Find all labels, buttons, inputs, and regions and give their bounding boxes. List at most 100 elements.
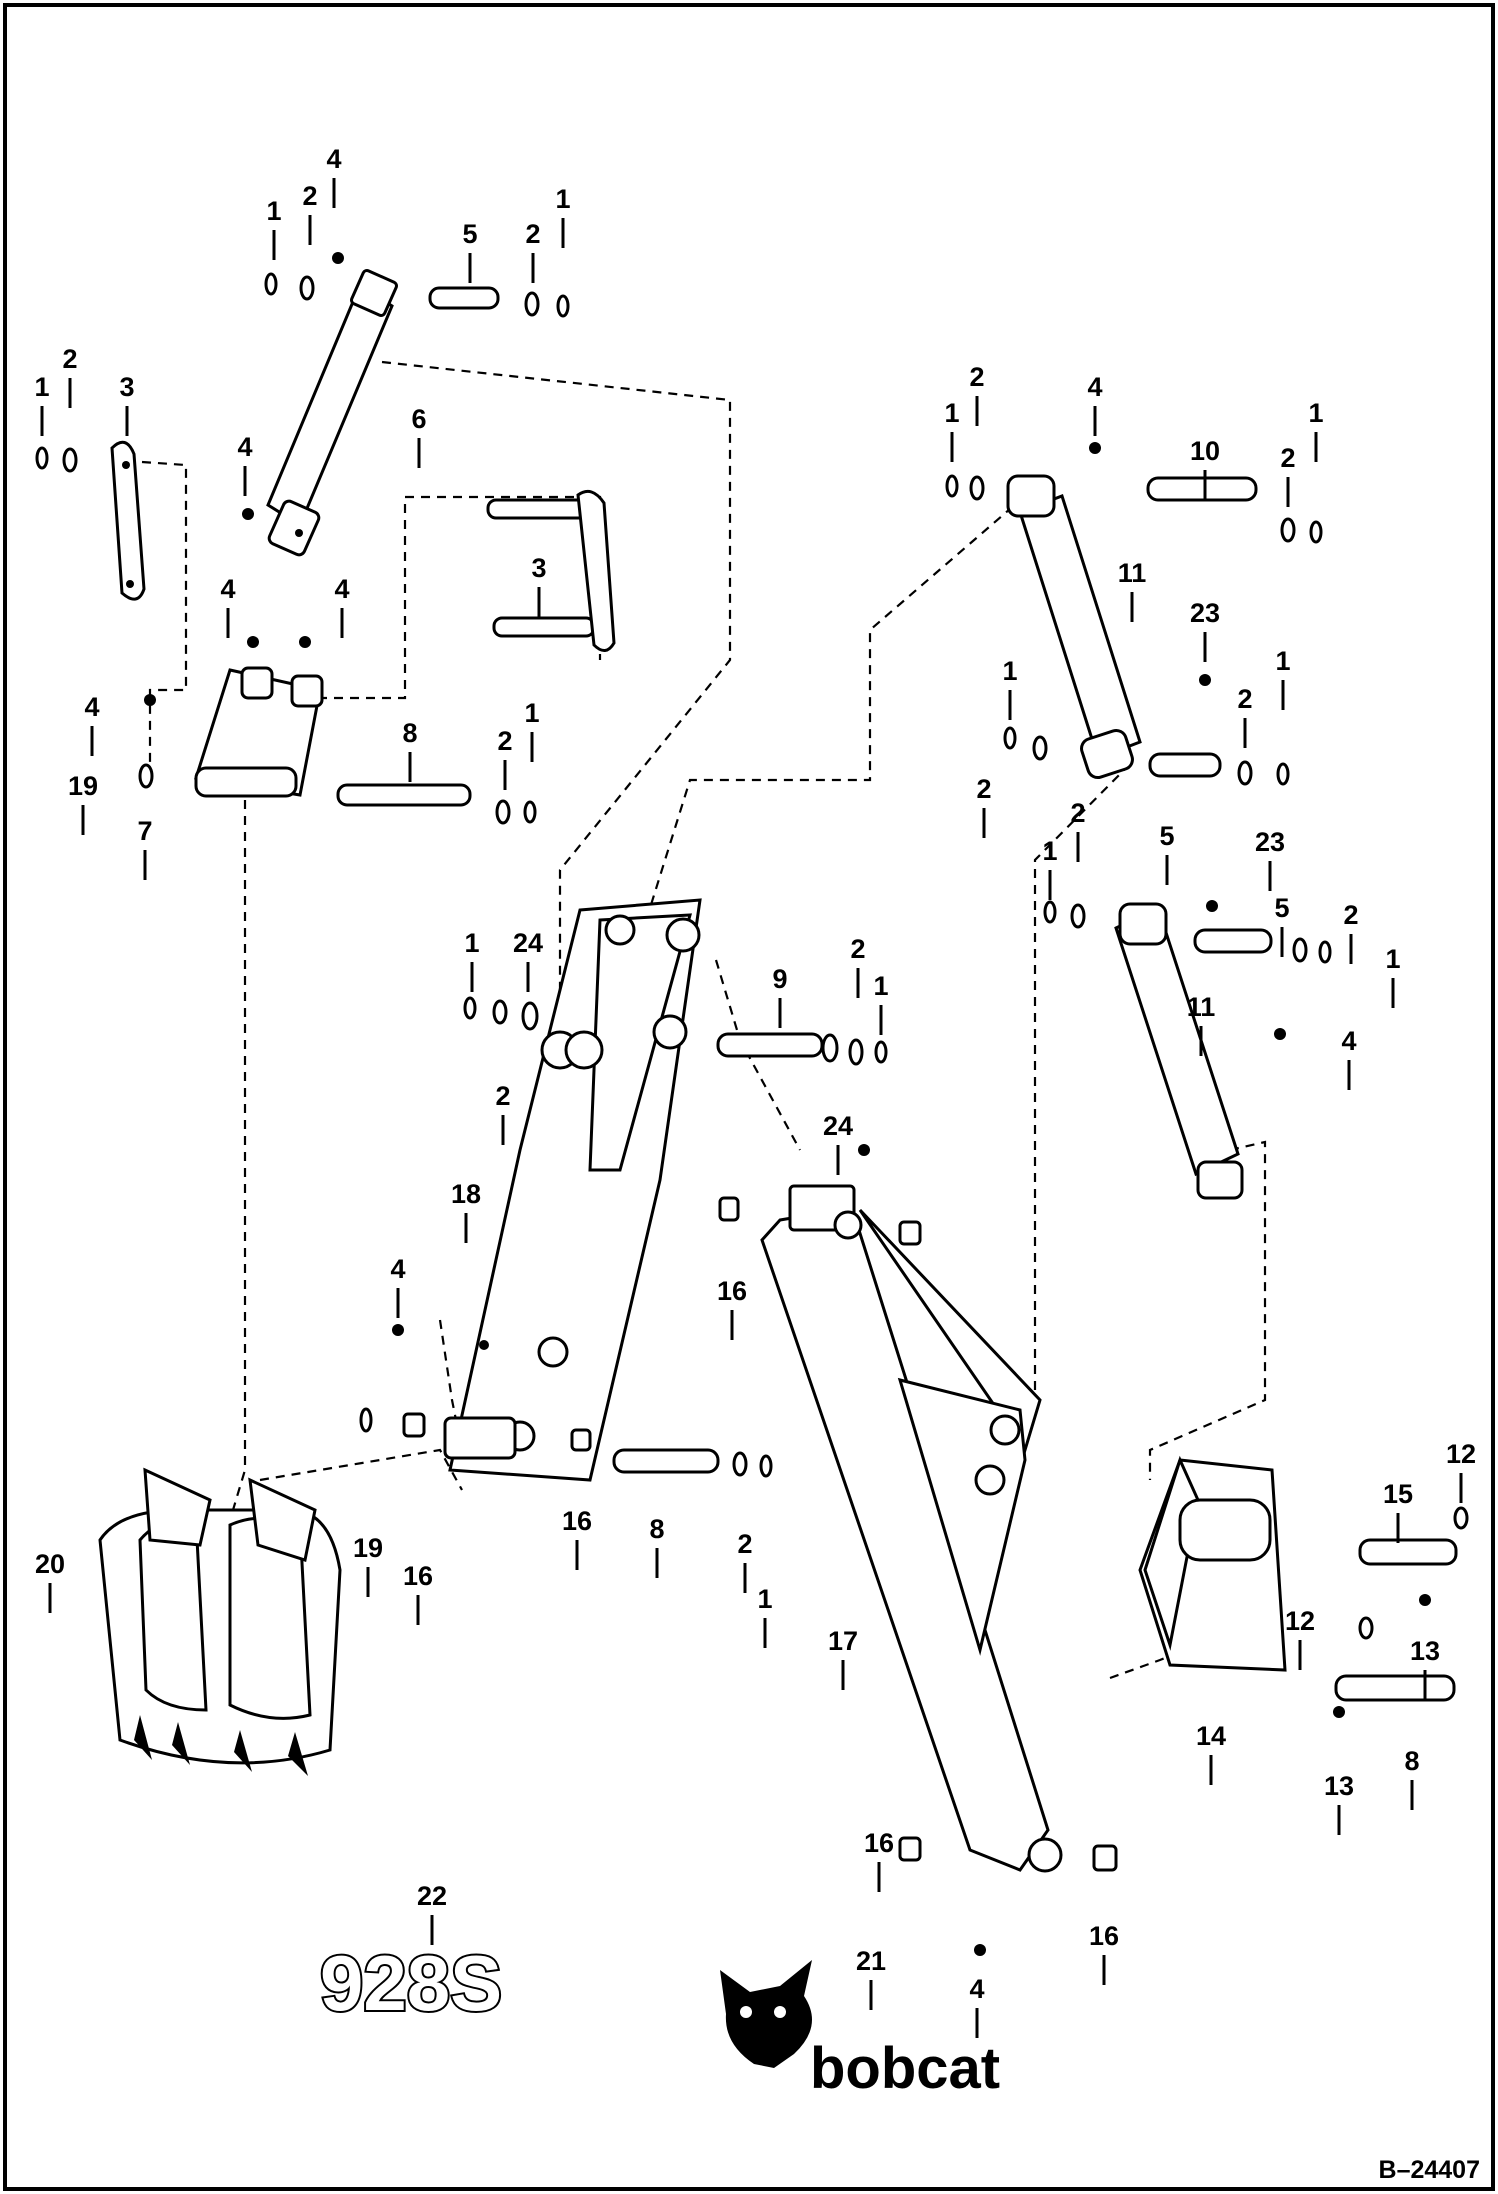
- callout-label: 21: [856, 1946, 886, 1976]
- callout-label: 20: [35, 1549, 65, 1579]
- callout-label: 4: [1087, 372, 1102, 402]
- callout-label: 16: [864, 1828, 894, 1858]
- callout-c63: 13: [1410, 1636, 1440, 1700]
- callout-label: 18: [451, 1179, 481, 1209]
- callout-label: 19: [68, 771, 98, 801]
- callout-c56: 2: [737, 1529, 753, 1593]
- callout-c7: 2: [62, 344, 78, 408]
- callout-label: 4: [390, 1254, 405, 1284]
- callout-c11: 4: [237, 432, 253, 496]
- bucket-cylinder-6: [266, 269, 398, 557]
- callout-c29: 1: [1002, 656, 1018, 720]
- callout-c23: 1: [944, 398, 960, 462]
- callout-c55: 8: [649, 1514, 665, 1578]
- callout-label: 4: [1341, 1026, 1356, 1056]
- callout-label: 2: [497, 726, 512, 756]
- callout-c15: 4: [84, 692, 100, 756]
- model-decal-text: 928S: [320, 1939, 502, 2027]
- callout-label: 22: [417, 1881, 447, 1911]
- callout-label: 14: [1196, 1721, 1226, 1751]
- callout-c46: 2: [850, 934, 866, 998]
- callout-label: 13: [1324, 1771, 1354, 1801]
- callout-label: 7: [137, 816, 152, 846]
- callout-c27: 11: [1118, 558, 1147, 622]
- callout-c47: 1: [873, 971, 889, 1035]
- callout-label: 1: [266, 196, 281, 226]
- callout-label: 11: [1187, 992, 1216, 1022]
- callout-c25: 10: [1190, 436, 1220, 500]
- callout-c41: 4: [1341, 1026, 1357, 1090]
- callout-label: 9: [772, 964, 787, 994]
- arm-cylinder-11-upper: [945, 442, 1323, 786]
- callout-label: 16: [1089, 1921, 1119, 1951]
- callout-label: 2: [976, 774, 991, 804]
- callout-label: 5: [462, 219, 477, 249]
- callout-label: 2: [525, 219, 540, 249]
- callout-c42: 1: [464, 928, 480, 992]
- pin-hardware-top: [35, 252, 570, 825]
- callout-label: 4: [326, 144, 341, 174]
- pin-hardware-middle: [359, 996, 888, 1478]
- callout-c36: 23: [1255, 827, 1285, 891]
- callout-label: 2: [969, 362, 984, 392]
- callout-c22: 4: [1087, 372, 1103, 436]
- callout-c71: 21: [856, 1946, 886, 2010]
- callout-label: 1: [757, 1584, 772, 1614]
- callout-c26: 2: [1280, 443, 1296, 507]
- callout-c58: 20: [35, 1549, 65, 1613]
- callout-label: 2: [850, 934, 865, 964]
- callout-label: 2: [302, 181, 317, 211]
- arm-cylinder-11-lower: [1043, 900, 1332, 1200]
- callout-label: 1: [944, 398, 959, 428]
- callout-c24: 1: [1308, 398, 1324, 462]
- callout-c35: 1: [1042, 836, 1058, 900]
- callout-label: 13: [1410, 1636, 1440, 1666]
- callout-c64: 14: [1196, 1721, 1226, 1785]
- callout-label: 8: [649, 1514, 664, 1544]
- callout-label: 1: [1002, 656, 1017, 686]
- callout-label: 1: [524, 698, 539, 728]
- boom-17: [718, 1144, 1118, 1956]
- callout-c67: 16: [864, 1828, 894, 1892]
- callout-c2: 2: [302, 181, 318, 245]
- callout-label: 2: [737, 1529, 752, 1559]
- callout-label: 2: [1237, 684, 1252, 714]
- callout-label: 3: [531, 553, 546, 583]
- callout-c3: 1: [266, 196, 282, 260]
- callout-c66: 8: [1404, 1746, 1420, 1810]
- callout-c51: 16: [717, 1276, 747, 1340]
- callout-label: 1: [34, 372, 49, 402]
- callout-label: 19: [353, 1533, 383, 1563]
- callout-label: 15: [1383, 1479, 1413, 1509]
- callout-label: 8: [1404, 1746, 1419, 1776]
- callout-label: 12: [1285, 1606, 1315, 1636]
- callout-c34: 2: [1070, 798, 1086, 862]
- callout-label: 1: [555, 184, 570, 214]
- callout-label: 24: [823, 1111, 853, 1141]
- document-number: B–24407: [1379, 2156, 1480, 2184]
- callout-c4: 5: [462, 219, 478, 283]
- callout-label: 4: [220, 574, 235, 604]
- callout-c9: 3: [119, 372, 135, 436]
- assembly-dashed-lines: [141, 360, 1267, 1680]
- callout-c38: 2: [1343, 900, 1359, 964]
- callout-c61: 15: [1383, 1479, 1413, 1543]
- bucket-link-pair-3: [486, 489, 616, 652]
- callout-c21: 2: [969, 362, 985, 426]
- callout-c13: 4: [220, 574, 236, 638]
- bobcat-head-icon: [720, 1960, 812, 2068]
- callout-c43: 24: [513, 928, 543, 992]
- callout-c33: 5: [1159, 821, 1175, 885]
- callout-label: 16: [717, 1276, 747, 1306]
- callout-c69: 4: [969, 1974, 985, 2038]
- callout-label: 11: [1118, 558, 1147, 588]
- callout-c57: 1: [757, 1584, 773, 1648]
- bobcat-logo-21: bobcat: [720, 1960, 1000, 2101]
- callout-c31: 2: [1237, 684, 1253, 748]
- callout-c6: 1: [555, 184, 571, 248]
- callout-c52: 19: [353, 1533, 383, 1597]
- callout-label: 2: [495, 1081, 510, 1111]
- callout-label: 10: [1190, 436, 1220, 466]
